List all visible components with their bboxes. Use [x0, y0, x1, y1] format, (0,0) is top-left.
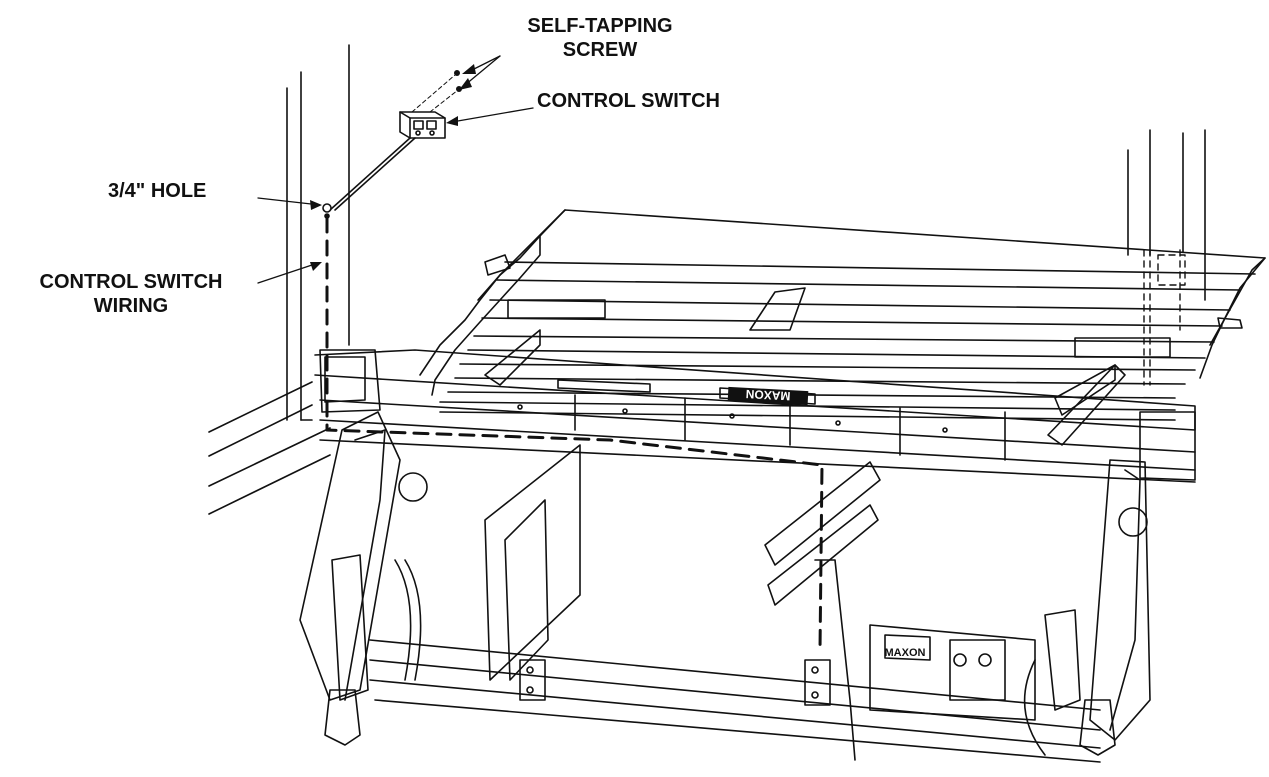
control-switch-wiring-path	[325, 216, 824, 652]
pump-brand-mark: MAXON	[885, 647, 926, 659]
platform	[419, 209, 1266, 446]
truck-body-left	[208, 44, 350, 515]
wiring-label-line1: CONTROL SWITCH	[39, 271, 223, 293]
hole-label: 3/4" HOLE	[108, 180, 207, 202]
wiring-label-line2: WIRING	[93, 295, 169, 317]
leader-lines	[257, 55, 534, 284]
self-tapping-screws	[454, 70, 462, 92]
truck-body-right	[1127, 129, 1206, 301]
control-switch-label: CONTROL SWITCH	[537, 90, 720, 112]
screw-guide-lines	[411, 74, 459, 113]
platform-brand-mark: MAXON	[745, 387, 790, 403]
hole-marker	[322, 203, 332, 219]
right-side-dashed-outline	[1143, 249, 1186, 386]
leader-arrowheads	[310, 64, 476, 271]
self-tapping-label-line2: SCREW	[562, 39, 638, 61]
self-tapping-screw-label: SELF-TAPPING SCREW	[505, 14, 695, 62]
control-switch-wiring-label: CONTROL SWITCH WIRING	[5, 270, 257, 318]
brand-stamps: MAXON MAXON	[727, 387, 926, 659]
control-switch	[399, 111, 446, 139]
lift-arm-frame	[299, 411, 1151, 763]
self-tapping-label-line1: SELF-TAPPING	[527, 15, 673, 37]
switch-cable	[329, 137, 416, 211]
